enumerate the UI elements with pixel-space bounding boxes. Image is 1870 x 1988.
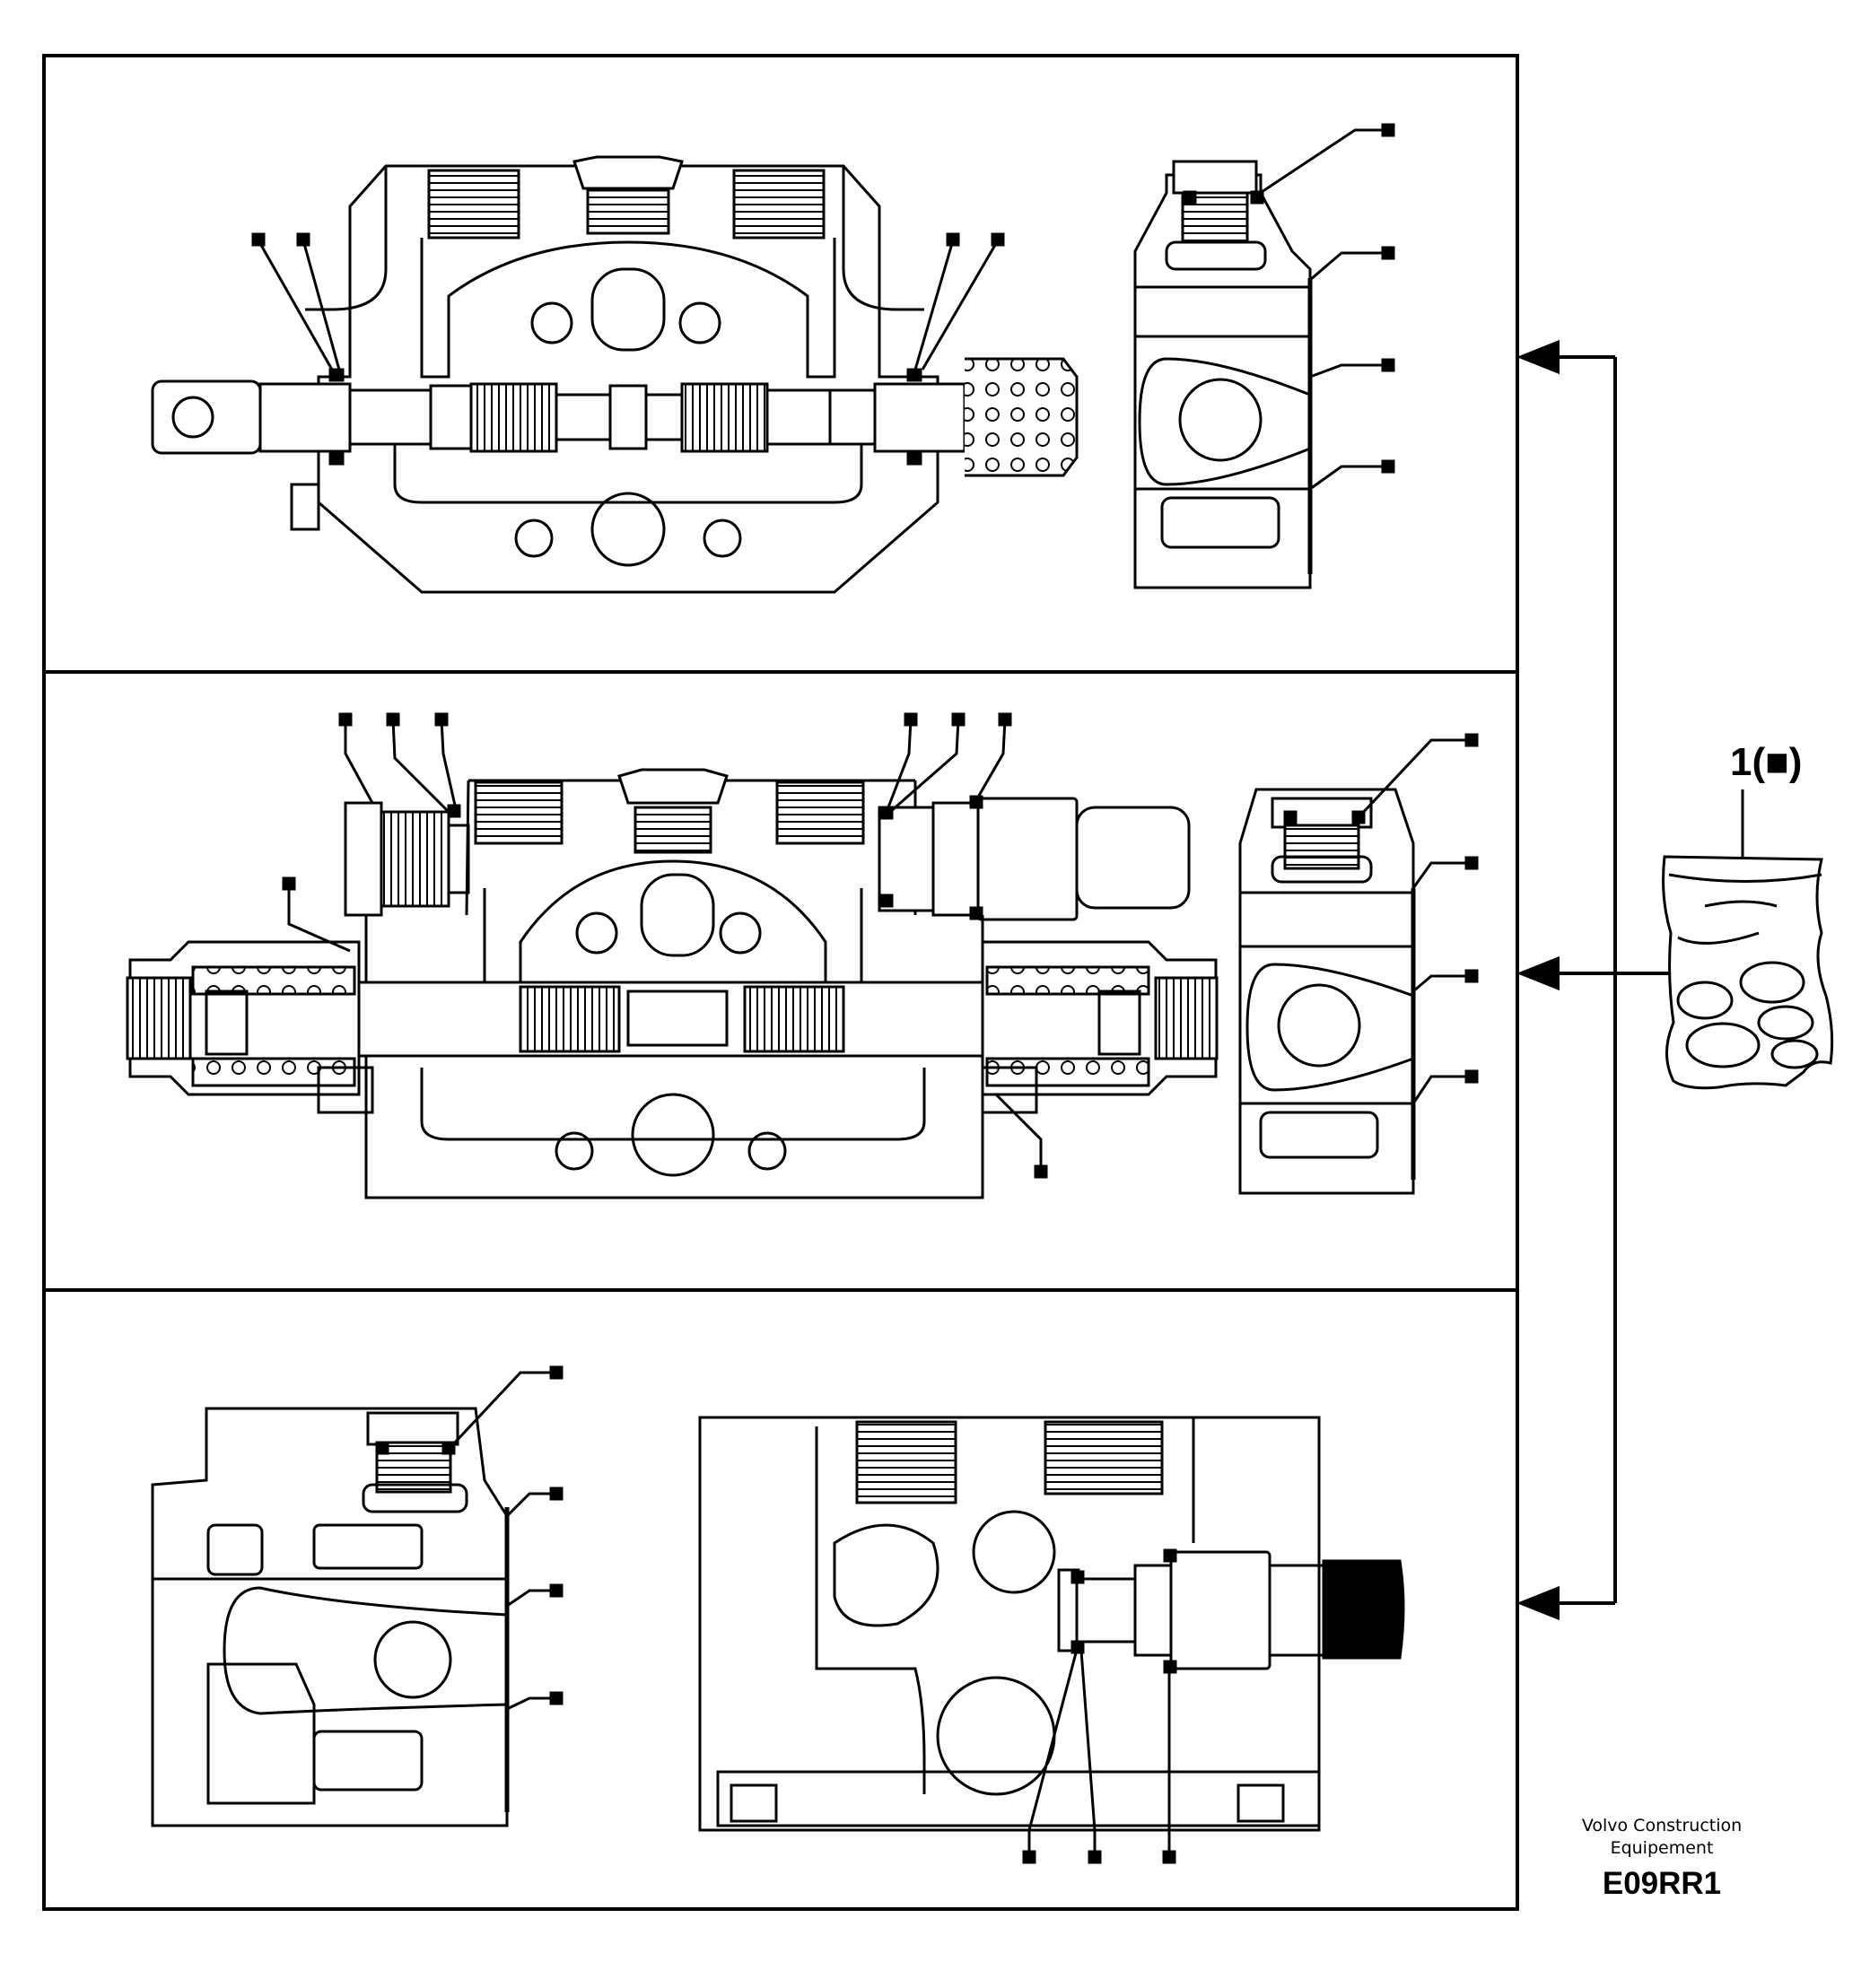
panel-top-frame <box>42 54 1519 674</box>
seal-kit-bag <box>1662 789 1834 1090</box>
panel-top-valve-section <box>151 155 1079 594</box>
panel-middle-valve-section <box>126 768 1219 1199</box>
drawing-code: E09RR1 <box>1602 1866 1722 1901</box>
panel-middle-leaders <box>282 712 1479 1179</box>
panel-bottom-valve-section <box>698 1416 1405 1832</box>
kit-item-label: 1(■) <box>1730 740 1803 784</box>
panel-middle-end-view <box>1238 788 1416 1195</box>
kit-arrows <box>1516 339 1669 1621</box>
panel-top-end-view <box>1133 160 1313 589</box>
panel-bottom-end-view <box>151 1407 510 1827</box>
brand-line-2: Equipement <box>1610 1838 1714 1858</box>
brand-line-1: Volvo Construction <box>1581 1816 1743 1835</box>
panel-bottom-frame <box>42 1288 1519 1911</box>
panel-top-leaders <box>251 123 1395 491</box>
panel-bottom-leaders <box>451 1365 1176 1864</box>
